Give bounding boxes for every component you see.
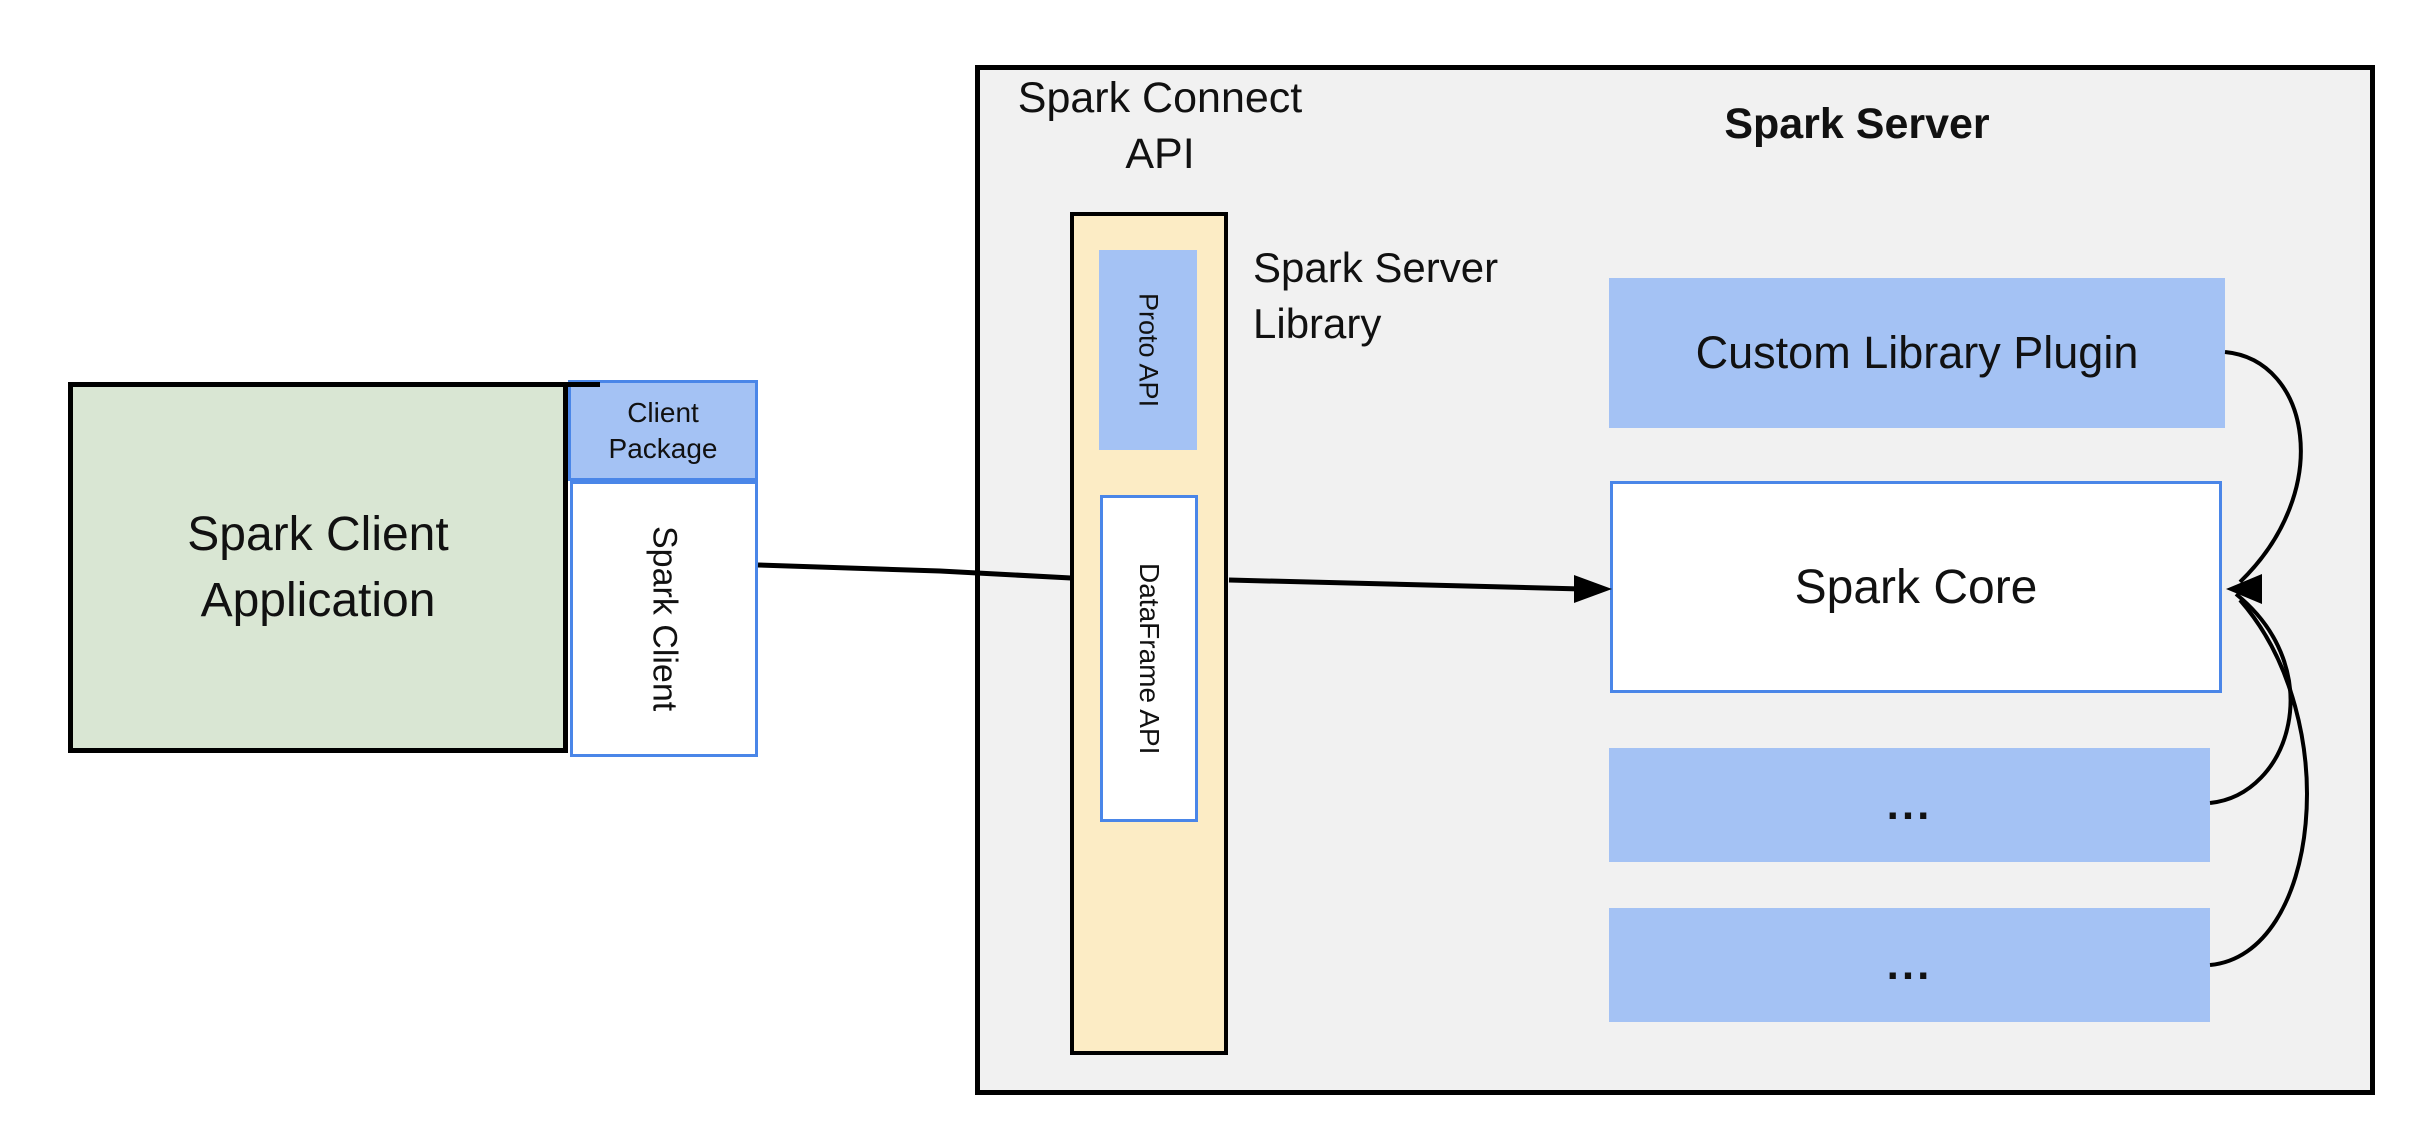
custom-library-plugin-label: Custom Library Plugin: [1695, 327, 2139, 378]
proto-api-label: Proto API: [1133, 292, 1164, 408]
spark-server-library-label: Spark Server Library: [1253, 244, 1499, 347]
server-module-ellipsis-2: ...: [1886, 940, 1933, 989]
spark-core-box: Spark Core: [1610, 481, 2222, 693]
spark-client-application-label: Spark Client Application: [187, 507, 449, 627]
spark-server-title: Spark Server: [1724, 100, 1990, 148]
server-module-ellipsis-1: ...: [1886, 780, 1933, 829]
client-package-box: Client Package: [568, 380, 758, 481]
dataframe-api-label: DataFrame API: [1134, 562, 1165, 755]
spark-connect-api-title: Spark Connect API: [1017, 74, 1303, 178]
green-box-border-extension: [564, 382, 600, 387]
client-package-label: Client Package: [608, 396, 718, 464]
spark-client-label: Spark Client: [645, 526, 684, 712]
spark-core-label: Spark Core: [1794, 560, 2038, 614]
spark-client-application-box: Spark Client Application: [68, 382, 568, 753]
server-module-box-1: ...: [1609, 748, 2210, 862]
spark-client-box: Spark Client: [570, 481, 758, 757]
server-module-box-2: ...: [1609, 908, 2210, 1022]
dataframe-api-box: DataFrame API: [1100, 495, 1198, 822]
custom-library-plugin-box: Custom Library Plugin: [1609, 278, 2225, 428]
proto-api-box: Proto API: [1099, 250, 1197, 450]
